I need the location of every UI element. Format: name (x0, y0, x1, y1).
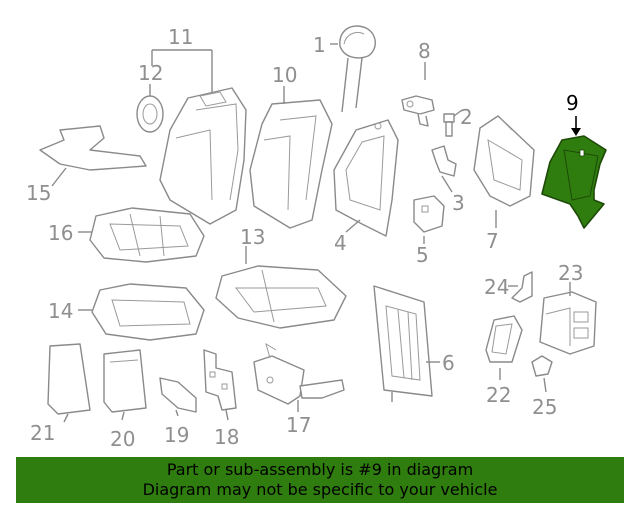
label-12: 12 (138, 61, 163, 85)
label-3: 3 (452, 191, 465, 215)
info-banner: Part or sub-assembly is #9 in diagram Di… (16, 457, 624, 503)
label-5: 5 (416, 243, 429, 267)
part-10-backrest-pad (249, 86, 333, 229)
label-21: 21 (30, 421, 55, 445)
label-24: 24 (484, 275, 509, 299)
label-23: 23 (558, 261, 583, 285)
label-7: 7 (486, 229, 499, 253)
label-25: 25 (532, 395, 557, 419)
label-6: 6 (442, 351, 455, 375)
part-9-back-cover (541, 116, 607, 229)
label-22: 22 (486, 383, 511, 407)
part-17-frame-bracket (253, 342, 345, 412)
part-8-guide (401, 62, 435, 127)
label-17: 17 (286, 413, 311, 437)
part-6-heating-mat (373, 285, 440, 402)
label-9: 9 (566, 91, 579, 115)
label-16: 16 (48, 221, 73, 245)
label-11-bracket (151, 49, 213, 92)
banner-line-1: Part or sub-assembly is #9 in diagram (166, 460, 474, 479)
part-4-backrest-frame (333, 119, 399, 237)
label-1: 1 (313, 33, 326, 57)
label-13: 13 (240, 225, 265, 249)
banner-line-2: Diagram may not be specific to your vehi… (142, 480, 498, 499)
part-24-small-bracket (508, 271, 533, 303)
part-22-switch-housing (485, 315, 523, 380)
label-10: 10 (272, 63, 297, 87)
part-3-bracket (431, 145, 457, 193)
part-18-side-bracket (203, 349, 237, 421)
label-8: 8 (418, 39, 431, 63)
part-12-disc (136, 84, 164, 133)
label-11: 11 (168, 25, 193, 49)
part-14-seat-foam (78, 283, 205, 341)
parts-diagram: 1 2 8 11 12 10 (26, 25, 607, 451)
part-11-backrest-cushion (159, 87, 247, 225)
part-16-seat-cover (78, 207, 205, 263)
label-2: 2 (460, 105, 473, 129)
part-21-panel (47, 343, 91, 423)
part-7-back-panel (473, 115, 535, 228)
part-23-control-module (539, 282, 597, 355)
label-19: 19 (164, 423, 189, 447)
label-14: 14 (48, 299, 73, 323)
part-5-plate (413, 195, 445, 244)
label-15: 15 (26, 181, 51, 205)
part-25-clip (531, 355, 553, 393)
part-2-pin (443, 109, 463, 137)
label-18: 18 (214, 425, 239, 449)
label-4: 4 (334, 231, 347, 255)
part-13-seat-pad (215, 246, 347, 329)
label-20: 20 (110, 427, 135, 451)
part-15-mat (39, 125, 147, 187)
part-20-panel (103, 349, 147, 421)
part-1-headrest (330, 25, 376, 113)
part-19-strip (159, 377, 197, 417)
